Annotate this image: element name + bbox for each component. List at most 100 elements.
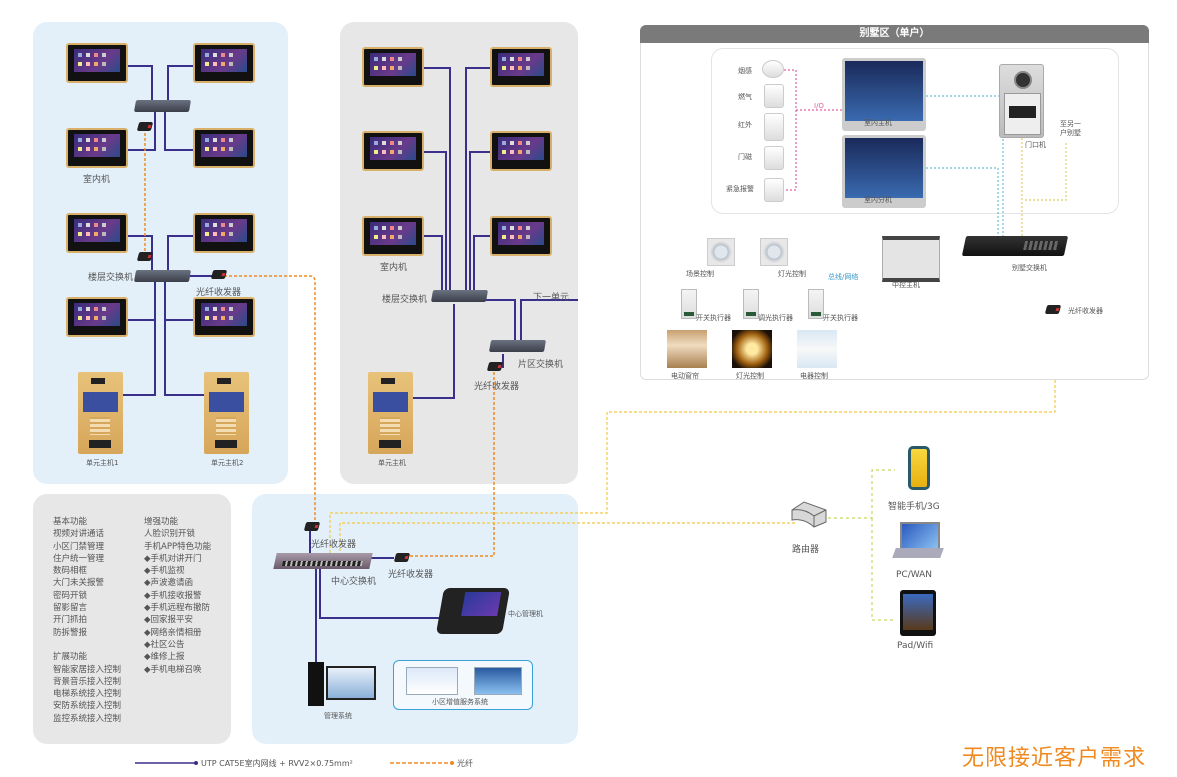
tablet-icon: [900, 590, 936, 636]
function-item: ◆网络亲情相册: [144, 627, 202, 638]
function-item: 住户统一管理: [53, 553, 105, 564]
chandelier-image: [732, 330, 772, 368]
executor-label: 调光执行器: [758, 314, 793, 322]
service-label: 小区增值服务系统: [432, 698, 488, 706]
switch-executor: [808, 289, 824, 319]
fiber-transceiver-icon: [1044, 305, 1062, 314]
indoor-monitor: [362, 131, 424, 171]
remote-device-label: 智能手机/3G: [888, 502, 940, 512]
next-unit-label: 下一单元: [533, 293, 570, 303]
floor-switch: [133, 270, 192, 282]
function-item: ◆社区公告: [144, 639, 185, 650]
floor-switch: [133, 100, 192, 112]
function-item: 留影留言: [53, 603, 88, 614]
management-pc: [308, 662, 376, 708]
villa-switch-label: 别墅交换机: [1012, 264, 1047, 272]
indoor-monitor: [66, 128, 128, 168]
curtain-image: [667, 330, 707, 368]
function-item: 监控系统接入控制: [53, 713, 122, 724]
laptop-icon: [892, 522, 944, 562]
indoor-monitor: [193, 128, 255, 168]
switch-executor: [681, 289, 697, 319]
executor-label: 开关执行器: [823, 314, 858, 322]
io-label: I/O: [814, 102, 824, 110]
villa-fiber-label: 光纤收发器: [1068, 307, 1103, 315]
door-sensor-icon: [764, 146, 784, 170]
function-item: 小区门禁管理: [53, 541, 105, 552]
remote-device-label: Pad/Wifi: [897, 641, 934, 651]
indoor-monitor: [66, 297, 128, 337]
fiber-transceiver-icon: [136, 252, 154, 261]
router-icon: [791, 501, 827, 528]
function-item: ◆声波邀请函: [144, 578, 194, 589]
function-item: ◆手机对讲开门: [144, 553, 202, 564]
building-a-panel: [33, 22, 288, 484]
smartphone-icon: [908, 446, 930, 490]
indoor-monitor: [362, 216, 424, 256]
function-item: 人脸识别开锁: [144, 529, 196, 540]
center-fiber-right-label: 光纤收发器: [388, 570, 434, 580]
outdoor-label: 单元主机: [378, 459, 406, 467]
load-label: 电动窗帘: [671, 372, 699, 380]
scene-control-panel: [707, 238, 735, 266]
indoor-label: 室内机: [83, 175, 111, 185]
gas-detector-icon: [764, 84, 784, 108]
center-switch-label: 中心交换机: [331, 577, 377, 587]
emergency-button-icon: [764, 178, 784, 202]
enhanced-functions: 增强功能 人脸识别开锁 手机APP特色功能 ◆手机对讲开门 ◆手机监视 ◆声波邀…: [144, 516, 211, 676]
unit-outdoor-station: [204, 372, 249, 454]
fiber-label: 光纤收发器: [474, 382, 520, 392]
function-item: 智能家居接入控制: [53, 664, 122, 675]
router-label: 路由器: [792, 545, 820, 555]
value-added-service-box: 小区增值服务系统: [393, 660, 533, 710]
function-item: ◆维修上报: [144, 652, 185, 663]
unit-outdoor-station: [78, 372, 123, 454]
function-item: 电梯系统接入控制: [53, 689, 122, 700]
sensor-label: 烟感: [738, 67, 752, 75]
function-item: ◆手机电梯召唤: [144, 664, 202, 675]
center-switch: [273, 553, 373, 569]
indoor-monitor: [66, 43, 128, 83]
function-item: 防拆警报: [53, 627, 88, 638]
function-item: ◆手机远程布撤防: [144, 603, 211, 614]
main-monitor-label: 室内主机: [864, 119, 892, 127]
function-item: 增强功能: [144, 517, 179, 527]
villa-door-station: [999, 64, 1044, 138]
sub-monitor-label: 室内分机: [864, 196, 892, 204]
door-label: 门口机: [1025, 141, 1046, 149]
unit-outdoor-station: [368, 372, 413, 454]
outdoor1-label: 单元主机1: [86, 459, 119, 467]
indoor-monitor: [362, 47, 424, 87]
fiber-transceiver-icon: [393, 553, 411, 562]
function-item: 数码相框: [53, 566, 88, 577]
central-control-host: [882, 236, 940, 282]
function-item: 基本功能: [53, 517, 88, 527]
sensor-label: 门磁: [738, 153, 752, 161]
villa-switch: [961, 236, 1069, 256]
smoke-detector-icon: [762, 60, 784, 78]
scene-label: 场景控制: [686, 270, 714, 278]
other-villa-label: 至另一户别墅: [1060, 120, 1081, 137]
infrared-sensor-icon: [764, 113, 784, 141]
indoor-monitor: [490, 216, 552, 256]
function-item: 视频对讲通话: [53, 529, 105, 540]
indoor-monitor: [193, 297, 255, 337]
fiber-transceiver-icon: [136, 122, 154, 131]
indoor-monitor: [193, 213, 255, 253]
function-item: 背景音乐接入控制: [53, 676, 122, 687]
dimmer-executor: [743, 289, 759, 319]
villa-sub-monitor: [842, 135, 926, 208]
indoor-monitor: [193, 43, 255, 83]
executor-label: 开关执行器: [696, 314, 731, 322]
load-label: 灯光控制: [736, 372, 764, 380]
function-item: 扩展功能: [53, 652, 88, 663]
basic-functions: 基本功能 视频对讲通话 小区门禁管理 住户统一管理 数码相框 大门未关报警 密码…: [53, 516, 121, 725]
air-conditioner-image: [797, 330, 837, 368]
villa-main-monitor: [842, 58, 926, 131]
bus-label: 总线/网络: [828, 273, 859, 281]
functions-panel: [33, 494, 231, 744]
light-control-panel: [760, 238, 788, 266]
legend-utp-label: UTP CAT5E室内网线 + RVV2×0.75mm²: [201, 759, 353, 768]
sensor-label: 紧急报警: [726, 185, 754, 193]
floor-switch-label: 楼层交换机: [382, 295, 428, 305]
